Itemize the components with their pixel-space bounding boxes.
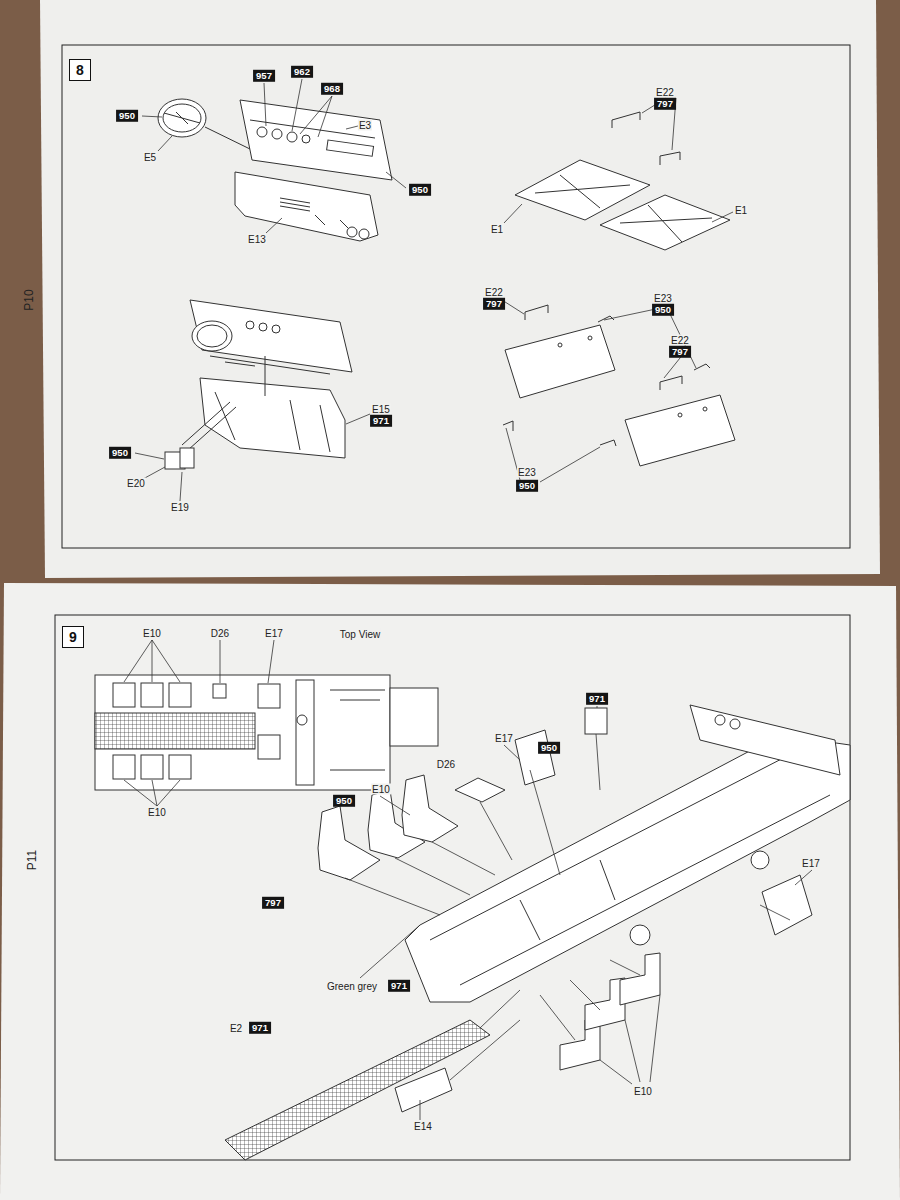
step-number: 9 <box>62 626 84 648</box>
callout-number: E14 <box>413 1121 433 1132</box>
paint-code: 968 <box>321 83 343 95</box>
paint-code: 971 <box>249 1022 271 1034</box>
paint-code: 797 <box>669 346 691 358</box>
callout-number: E23 <box>653 293 673 304</box>
callout-number: E23 <box>517 467 537 478</box>
page-number: P10 <box>23 289 36 310</box>
callout-number: E22 <box>655 87 675 98</box>
callout-number: Green grey <box>326 981 378 992</box>
paint-code: 962 <box>291 66 313 78</box>
callout-number: Top View <box>339 629 381 640</box>
callout-number: E1 <box>734 205 748 216</box>
callout-number: E13 <box>247 234 267 245</box>
callout-number: E22 <box>670 335 690 346</box>
step9-parts <box>95 675 850 1160</box>
paint-code: 957 <box>253 70 275 82</box>
paint-code: 950 <box>516 480 538 492</box>
callout-number: E10 <box>371 784 391 795</box>
paint-code: 797 <box>483 298 505 310</box>
callout-number: E2 <box>229 1023 243 1034</box>
callout-number: E17 <box>264 628 284 639</box>
paint-code: 950 <box>109 447 131 459</box>
callout-number: D26 <box>436 759 456 770</box>
leader-lines <box>135 79 733 501</box>
callout-number: D26 <box>210 628 230 639</box>
callout-number: E22 <box>484 287 504 298</box>
step-number: 8 <box>69 59 91 81</box>
paint-code: 971 <box>586 693 608 705</box>
step8-parts <box>158 99 735 469</box>
callout-number: E10 <box>633 1086 653 1097</box>
callout-number: E5 <box>143 152 157 163</box>
callout-number: E10 <box>147 807 167 818</box>
paint-code: 971 <box>388 980 410 992</box>
callout-number: E15 <box>371 404 391 415</box>
callout-number: E20 <box>126 478 146 489</box>
paint-code: 797 <box>262 897 284 909</box>
paint-code: 950 <box>409 184 431 196</box>
paint-code: 971 <box>370 415 392 427</box>
paint-code: 950 <box>538 742 560 754</box>
callout-number: E19 <box>170 502 190 513</box>
callout-number: E1 <box>490 224 504 235</box>
callout-number: E3 <box>358 120 372 131</box>
callout-number: E17 <box>801 858 821 869</box>
callout-number: E10 <box>142 628 162 639</box>
paint-code: 950 <box>116 110 138 122</box>
step9-leader-lines <box>124 640 812 1120</box>
paint-code: 950 <box>333 795 355 807</box>
callout-number: E17 <box>494 733 514 744</box>
paint-code: 797 <box>654 98 676 110</box>
paint-code: 950 <box>652 304 674 316</box>
page-number: P11 <box>26 850 39 870</box>
